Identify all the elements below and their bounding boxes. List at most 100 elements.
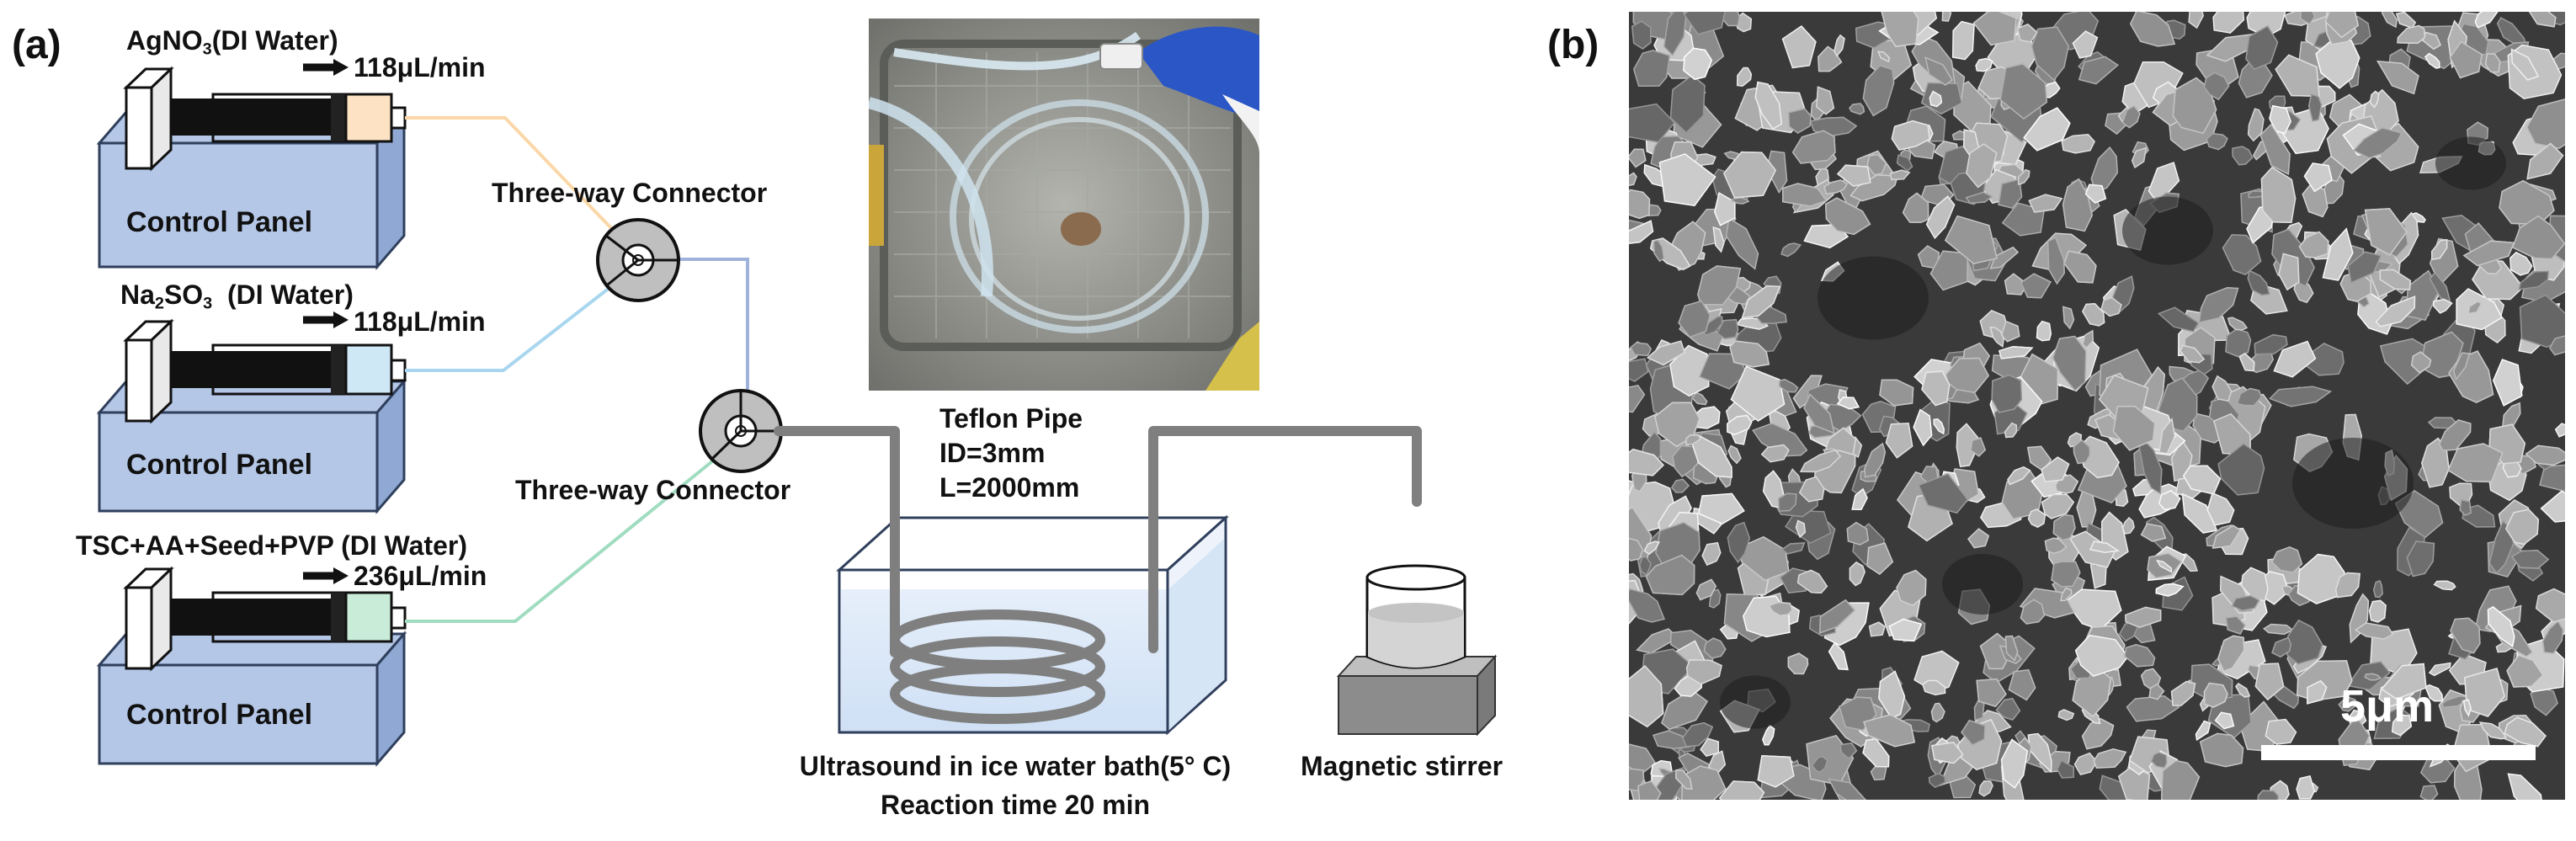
sem-flake bbox=[2008, 668, 2036, 701]
setup-schematic bbox=[96, 59, 1498, 768]
sem-flake bbox=[1922, 679, 1946, 696]
sem-flake bbox=[2528, 12, 2557, 28]
sem-flake bbox=[2504, 508, 2540, 546]
three-way-connector-1 bbox=[596, 218, 680, 302]
sem-flake bbox=[1866, 542, 1894, 575]
sem-flake bbox=[2028, 194, 2063, 213]
sem-flake bbox=[2406, 540, 2435, 578]
sem-flake bbox=[1761, 724, 1775, 746]
sem-flake bbox=[2432, 298, 2453, 314]
sem-flake bbox=[1851, 487, 1868, 510]
sem-flake bbox=[1716, 319, 1739, 340]
sem-flake bbox=[2302, 182, 2329, 218]
sem-flake bbox=[2474, 12, 2499, 29]
sem-flake bbox=[1629, 220, 1654, 244]
sem-flake bbox=[1970, 437, 1987, 457]
sem-flake bbox=[2554, 423, 2565, 438]
sem-flake bbox=[1918, 472, 1969, 514]
sem-flake bbox=[2286, 619, 2323, 665]
sem-flake bbox=[2462, 699, 2472, 717]
sem-flake bbox=[1881, 12, 1919, 48]
sem-flake bbox=[1795, 519, 1807, 539]
sem-flake bbox=[2381, 12, 2398, 29]
sem-flake bbox=[2078, 56, 2119, 85]
sem-flake bbox=[2511, 215, 2565, 260]
sem-flake bbox=[1834, 34, 1845, 57]
sem-flake bbox=[1638, 556, 1652, 576]
sem-flake bbox=[1998, 178, 2023, 210]
sem-flake bbox=[2072, 30, 2099, 59]
sem-flake bbox=[2148, 683, 2165, 700]
sem-flake bbox=[2148, 162, 2180, 205]
sem-flake bbox=[1863, 714, 1916, 748]
pump-3-solution: TSC+AA+Seed+PVP (DI Water) bbox=[76, 530, 468, 561]
sem-flake bbox=[2077, 464, 2127, 504]
sem-flake bbox=[1757, 755, 1795, 788]
sem-image bbox=[1629, 12, 2565, 800]
sem-flake bbox=[1823, 179, 1849, 195]
sem-flake bbox=[2234, 683, 2251, 698]
sem-flake bbox=[1929, 90, 1943, 108]
sem-flake bbox=[1629, 448, 1664, 476]
sem-flake bbox=[2227, 317, 2249, 331]
sem-flake bbox=[2449, 482, 2473, 507]
sem-flake bbox=[1862, 65, 1895, 117]
sem-flake bbox=[1931, 741, 1964, 764]
sem-flake bbox=[1658, 153, 1716, 207]
sem-flake bbox=[1803, 393, 1835, 434]
sem-flake bbox=[1788, 108, 1812, 134]
sem-flake bbox=[1632, 50, 1671, 87]
sem-flake bbox=[2074, 634, 2129, 677]
sem-flake bbox=[2073, 439, 2091, 465]
sem-flake bbox=[2181, 492, 2218, 534]
sem-flake bbox=[2296, 775, 2316, 800]
sem-flake bbox=[1629, 537, 1644, 562]
sem-flake bbox=[2214, 711, 2235, 730]
sem-flake bbox=[2263, 623, 2294, 636]
teflon-pipe-label: Teflon Pipe bbox=[939, 403, 1083, 434]
sem-flake bbox=[2016, 24, 2038, 43]
sem-flake bbox=[2217, 635, 2245, 673]
sem-flake bbox=[2057, 759, 2075, 779]
sem-flake bbox=[2424, 684, 2444, 702]
sem-flake bbox=[1730, 196, 1750, 205]
sem-flake bbox=[2368, 599, 2387, 623]
sem-flake bbox=[2112, 405, 2156, 451]
sem-flake bbox=[2041, 493, 2075, 519]
sem-flake bbox=[1629, 172, 1637, 187]
sem-flake bbox=[2334, 572, 2360, 599]
sem-flake bbox=[2217, 443, 2265, 496]
sem-flake bbox=[2157, 306, 2200, 333]
sem-flake bbox=[1645, 554, 1695, 596]
sem-flake bbox=[2140, 523, 2167, 542]
sem-flake bbox=[2421, 437, 2450, 488]
sem-void bbox=[2435, 136, 2506, 190]
sem-void bbox=[2292, 438, 2414, 529]
sem-flake bbox=[2020, 599, 2046, 625]
sem-flake bbox=[1921, 370, 1951, 407]
sem-flake bbox=[1965, 143, 1998, 189]
sem-flake bbox=[2488, 519, 2515, 574]
sem-flake bbox=[1779, 378, 1799, 393]
sem-flake bbox=[1925, 195, 1956, 240]
sem-flake bbox=[2060, 587, 2073, 602]
setup-photo bbox=[869, 19, 1259, 391]
sem-flake bbox=[1741, 285, 1781, 319]
sem-flake bbox=[2172, 77, 2217, 135]
sem-flake bbox=[2247, 108, 2265, 142]
sem-flake bbox=[1768, 601, 1793, 617]
pump-1-control-panel: Control Panel bbox=[126, 206, 313, 238]
syringe-pump-2 bbox=[96, 311, 407, 515]
sem-flake bbox=[2450, 617, 2481, 654]
sem-flake bbox=[1877, 51, 1891, 63]
sem-flake bbox=[2051, 561, 2081, 588]
sem-flake bbox=[2509, 251, 2533, 276]
sem-flake bbox=[2188, 12, 2204, 29]
sem-flake bbox=[2428, 662, 2451, 677]
sem-flake bbox=[1765, 150, 1788, 194]
sem-flake bbox=[1924, 56, 1953, 86]
sem-flake bbox=[1629, 358, 1649, 382]
sem-flake bbox=[2278, 253, 2300, 291]
sem-flake bbox=[1722, 151, 1777, 199]
sem-flake bbox=[2525, 444, 2565, 466]
